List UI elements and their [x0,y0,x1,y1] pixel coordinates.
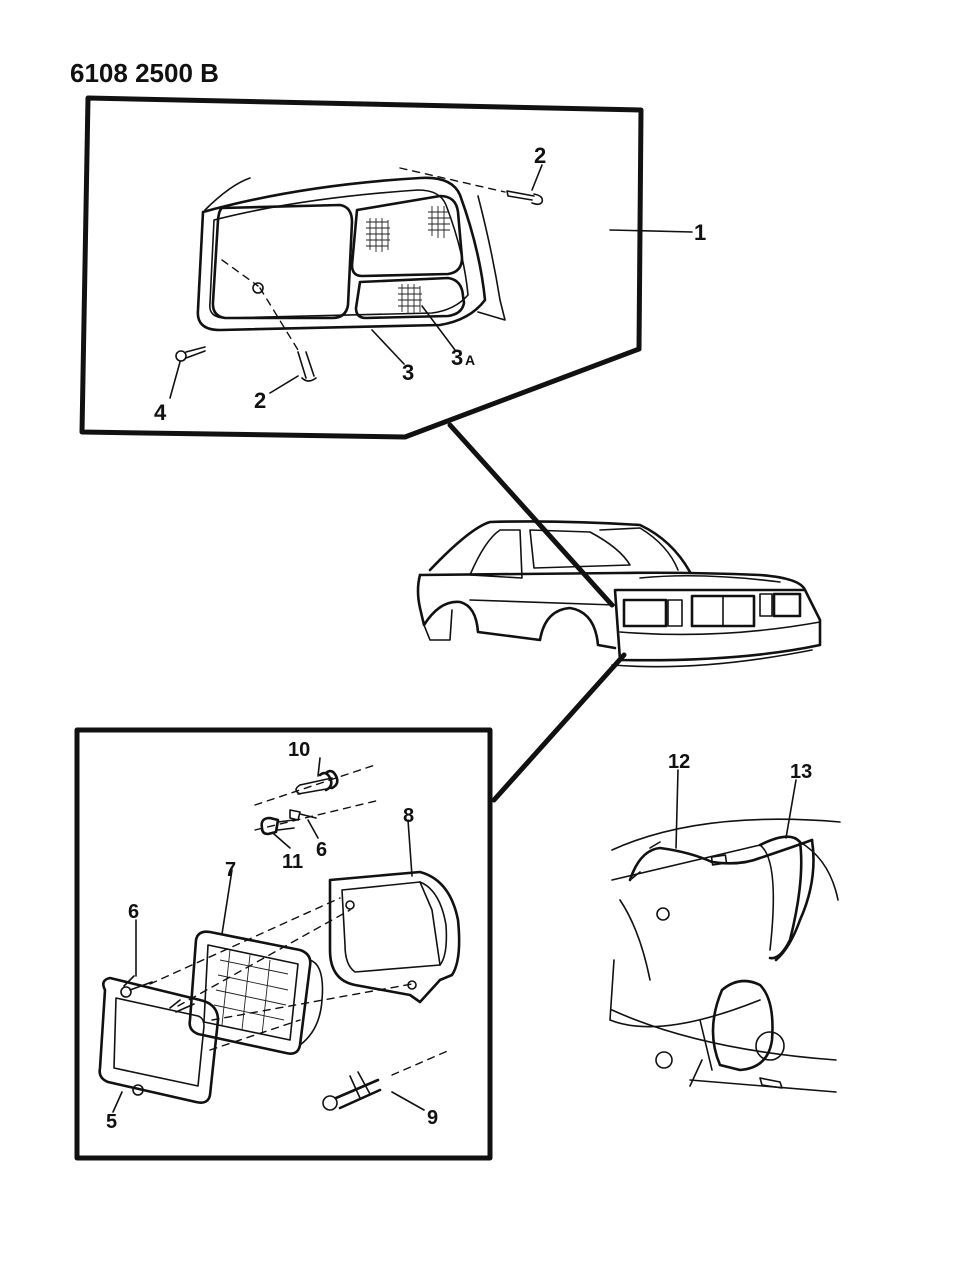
connector-car-to-bottom [491,652,627,803]
bezel-screw-hole [252,282,264,294]
connector-top-to-car [447,422,615,608]
leader-6b [307,819,319,839]
harness-13 [774,838,815,962]
callout-8: 8 [403,805,414,827]
leader-7 [221,869,233,935]
callout-3a: 3 [451,345,463,370]
leader-3 [371,329,405,365]
leader-4 [169,361,181,399]
car-illustration [416,520,822,668]
screw-11 [260,816,295,836]
callout-7: 7 [225,859,236,881]
leader-11 [273,833,291,849]
wiring-harness-view: 12 13 [609,751,841,1093]
screw-2-top [399,167,544,206]
sealed-beam-7 [188,930,324,1055]
leader-3a [421,305,456,351]
bottom-panel-frame [74,727,493,1161]
callout-4: 4 [154,400,167,425]
screw-4 [175,346,206,362]
spring-10 [295,769,339,795]
callout-1: 1 [694,220,706,245]
leader-5 [112,1091,123,1113]
callout-5: 5 [106,1111,117,1133]
callout-12: 12 [668,751,690,773]
leader-12 [675,769,679,849]
headlamp-parts-panel: 5 6 6 7 8 9 10 11 [74,727,493,1161]
callout-3a-suffix: A [465,352,475,368]
headlamp-door-5 [98,976,220,1104]
bezel-assembly-panel: 1 2 2 3 3 A 4 [79,95,706,440]
callout-6-right: 6 [316,839,327,861]
headlamp-bezel [196,176,506,332]
callout-11: 11 [282,851,303,873]
screw-6-upper [289,809,317,821]
car-headlamp-left [622,598,668,628]
leader-2b [269,375,299,394]
callout-2-top: 2 [534,143,546,168]
top-panel-frame [79,95,644,440]
callout-13: 13 [790,761,812,783]
screw-6-left [123,975,195,1013]
leader-8 [407,819,413,877]
leader-9 [391,1091,425,1111]
callout-3: 3 [402,360,414,385]
mounting-bracket-8 [328,870,461,1004]
leader-2a [531,164,543,191]
callout-2-bottom: 2 [254,388,266,413]
screw-2-bottom [259,287,317,382]
car-headlamp-right [772,592,802,618]
leader-1 [609,229,693,233]
lens-grid [366,206,450,314]
adjusting-screw-9 [322,1071,382,1111]
diagram-code: 6108 2500 B [70,58,219,88]
harness-12 [628,838,814,882]
leader-10 [317,757,321,777]
leader-13 [785,779,797,839]
callout-9: 9 [427,1107,438,1129]
callout-10: 10 [288,739,310,761]
callout-6-left: 6 [128,901,139,923]
